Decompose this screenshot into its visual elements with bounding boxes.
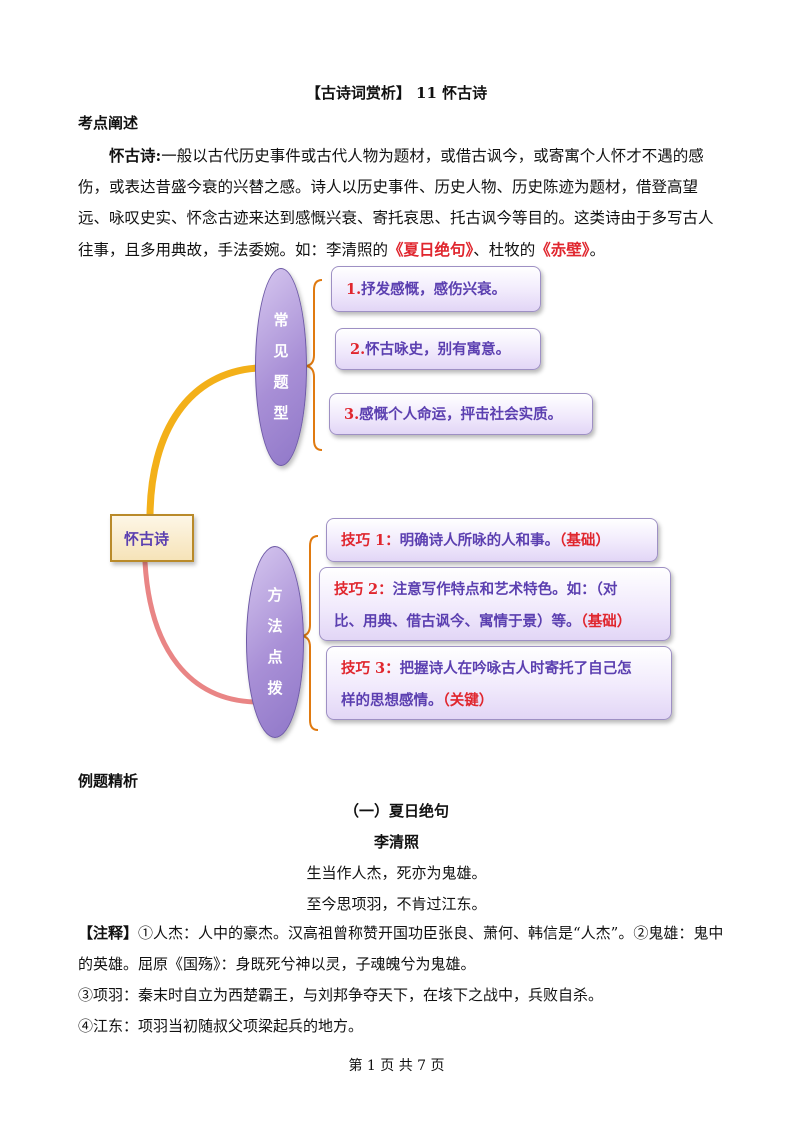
type-box-2: 2.怀古咏史，别有寓意。 — [335, 328, 541, 370]
oval-char: 拨 — [267, 679, 283, 697]
oval-char: 点 — [267, 648, 283, 666]
branch-oval-methods: 方 法 点 拨 — [246, 546, 304, 738]
connector-bottom — [142, 559, 258, 705]
section-heading-overview: 考点阐述 — [78, 114, 139, 132]
poem-author: 李清照 — [373, 833, 419, 851]
page-title: 【古诗词赏析】 11 怀古诗 — [305, 84, 488, 102]
connector-top — [146, 364, 262, 522]
notes-block: 【注释】①人杰：人中的豪杰。汉高祖曾称赞开国功臣张良、萧何、韩信是“人杰”。②鬼… — [78, 918, 728, 1042]
intro-text: 一般以古代历史事件或古代人物为题材，或借古讽今，或寄寓个人怀才不遇的感伤，或表达… — [78, 147, 714, 259]
oval-char: 方 — [267, 586, 283, 604]
bracket-top — [305, 279, 323, 451]
oval-char: 法 — [267, 617, 283, 635]
page-footer: 第 1 页 共 7 页 — [348, 1058, 445, 1074]
type-box-1: 1.抒发感慨，感伤兴衰。 — [331, 266, 541, 312]
note-line-1: 【注释】①人杰：人中的豪杰。汉高祖曾称赞开国功臣张良、萧何、韩信是“人杰”。②鬼… — [78, 924, 724, 973]
oval-char: 型 — [273, 404, 289, 422]
type-box-3: 3.感慨个人命运，抨击社会实质。 — [329, 393, 593, 435]
poem-title: （一）夏日绝句 — [343, 802, 449, 820]
intro-work-1: 《夏日绝句》 — [388, 240, 474, 259]
tip-box-1: 技巧 1：明确诗人所咏的人和事。（基础） — [326, 518, 658, 562]
poem-line-1: 生当作人杰，死亦为鬼雄。 — [306, 864, 487, 882]
tip-box-3: 技巧 3：把握诗人在吟咏古人时寄托了自己怎 样的思想感情。（关键） — [326, 646, 672, 720]
intro-mid: 、杜牧的 — [473, 241, 536, 259]
intro-lead: 怀古诗: — [109, 146, 162, 165]
note-line-2: ③项羽：秦末时自立为西楚霸王，与刘邦争夺天下，在垓下之战中，兵败自杀。 — [78, 986, 604, 1004]
oval-char: 常 — [273, 311, 289, 329]
mindmap-root-node: 怀古诗 — [110, 514, 194, 562]
tip-box-2: 技巧 2：注意写作特点和艺术特色。如：（对 比、用典、借古讽今、寓情于景）等。（… — [319, 567, 671, 641]
branch-oval-common-types: 常 见 题 型 — [255, 268, 307, 466]
intro-work-2: 《赤壁》 — [535, 240, 590, 259]
note-line-3: ④江东：项羽当初随叔父项梁起兵的地方。 — [78, 1017, 364, 1035]
intro-paragraph: 怀古诗:一般以古代历史事件或古代人物为题材，或借古讽今，或寄寓个人怀才不遇的感伤… — [78, 140, 720, 266]
oval-char: 见 — [273, 342, 289, 360]
poem-line-2: 至今思项羽，不肯过江东。 — [306, 895, 487, 913]
notes-label: 【注释】 — [78, 924, 139, 942]
oval-char: 题 — [273, 373, 289, 391]
section-heading-examples: 例题精析 — [78, 772, 139, 790]
bracket-bottom — [301, 535, 319, 731]
intro-end: 。 — [589, 241, 606, 259]
